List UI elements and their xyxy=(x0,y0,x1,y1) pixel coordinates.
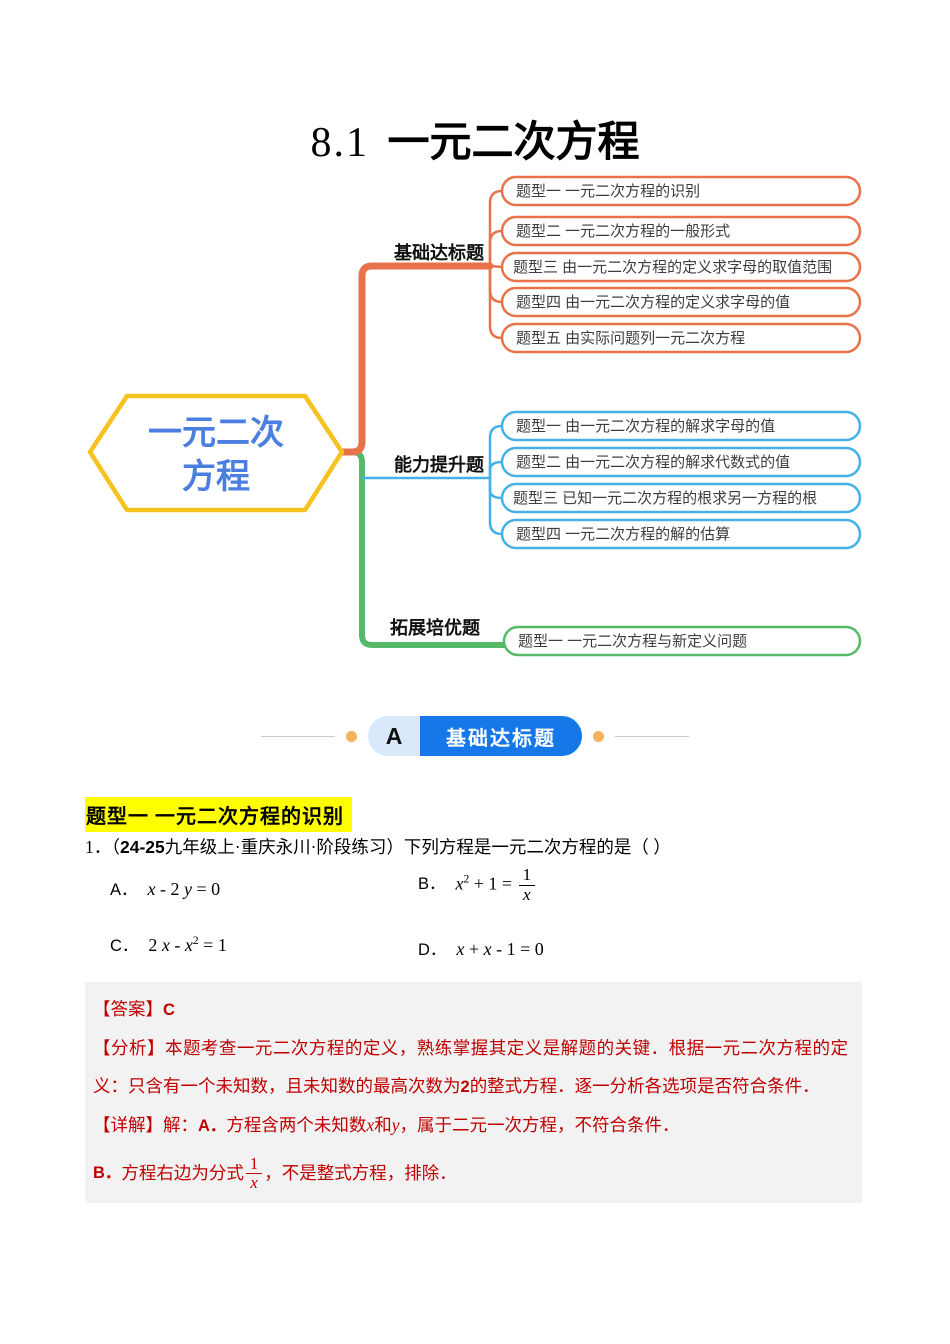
svg-text:题型二 一元二次方程的一般形式: 题型二 一元二次方程的一般形式 xyxy=(516,223,730,240)
answer-line: 【答案】C xyxy=(93,999,175,1019)
option-c: C．2 x - x2 = 1 xyxy=(110,935,227,955)
question-stem: 1．（24-25九年级上·重庆永川·阶段练习）下列方程是一元二次方程的是（ ） xyxy=(85,837,671,857)
divider-line-right xyxy=(615,735,689,737)
svg-text:方程: 方程 xyxy=(182,458,250,496)
page-title: 8.1 一元二次方程 xyxy=(0,108,950,169)
svg-text:一元二次: 一元二次 xyxy=(148,414,284,452)
question-grade: 24-25 xyxy=(120,837,165,857)
mindmap-topic-extend-1: 题型一 一元二次方程与新定义问题 xyxy=(502,625,862,657)
section-label: 基础达标题 xyxy=(420,716,582,756)
svg-text:题型四 由一元二次方程的定义求字母的值: 题型四 由一元二次方程的定义求字母的值 xyxy=(516,294,790,311)
topic-heading: 题型一 一元二次方程的识别 xyxy=(85,797,352,832)
mindmap-topic-ability-1: 题型一 由一元二次方程的解求字母的值 xyxy=(500,410,862,442)
svg-text:题型四 一元二次方程的解的估算: 题型四 一元二次方程的解的估算 xyxy=(516,525,730,543)
basic-connectors xyxy=(488,189,503,340)
svg-text:题型一 一元二次方程的识别: 题型一 一元二次方程的识别 xyxy=(516,183,700,200)
mindmap-topic-basic-3: 题型三 由一元二次方程的定义求字母的取值范围 xyxy=(500,251,862,283)
option-d: D．x + x - 1 = 0 xyxy=(418,939,544,959)
branch-label-basic: 基础达标题 xyxy=(393,242,485,263)
ability-connectors xyxy=(488,424,503,536)
svg-text:题型一 一元二次方程与新定义问题: 题型一 一元二次方程与新定义问题 xyxy=(518,633,747,650)
section-letter: A xyxy=(368,716,420,756)
section-badge-row: A 基础达标题 xyxy=(0,714,950,758)
branch-line-extend xyxy=(337,449,507,648)
answer-block: 【答案】C 【分析】本题考查一元二次方程的定义，熟练掌握其定义是解题的关键．根据… xyxy=(85,982,862,1203)
title-number: 8.1 xyxy=(310,120,369,166)
svg-text:题型一 由一元二次方程的解求字母的值: 题型一 由一元二次方程的解求字母的值 xyxy=(516,418,775,435)
mindmap-topic-basic-4: 题型四 由一元二次方程的定义求字母的值 xyxy=(500,286,862,318)
mindmap-topic-basic-2: 题型二 一元二次方程的一般形式 xyxy=(500,215,862,247)
mindmap-topic-basic-1: 题型一 一元二次方程的识别 xyxy=(500,175,862,207)
section-badge: A 基础达标题 xyxy=(368,716,582,756)
divider-line-left xyxy=(261,735,335,737)
dot-icon-right xyxy=(593,730,604,742)
mindmap-root-node: 一元二次 方程 xyxy=(87,393,345,513)
dot-icon-left xyxy=(346,730,357,742)
answer-value: C xyxy=(163,1001,175,1019)
svg-text:题型三 已知一元二次方程的根求另一方程的根: 题型三 已知一元二次方程的根求另一方程的根 xyxy=(513,490,817,507)
detail-line-a: 【详解】解：A．方程含两个未知数x和y，属于二元一次方程，不符合条件． xyxy=(93,1115,680,1135)
question-number: 1． xyxy=(85,837,112,857)
branch-label-extend: 拓展培优题 xyxy=(390,617,481,638)
question-source: 九年级上·重庆永川·阶段练习） xyxy=(164,837,404,857)
option-a: A．x - 2 y = 0 xyxy=(110,879,221,899)
svg-text:题型五 由实际问题列一元二次方程: 题型五 由实际问题列一元二次方程 xyxy=(516,330,745,347)
question-text: 下列方程是一元二次方程的是（ ） xyxy=(403,837,671,857)
mindmap-diagram: 题型一 一元二次方程的识别 题型二 一元二次方程的一般形式 题型三 由一元二次方… xyxy=(87,175,862,657)
title-text: 一元二次方程 xyxy=(387,118,640,165)
svg-text:题型三 由一元二次方程的定义求字母的取值范围: 题型三 由一元二次方程的定义求字母的取值范围 xyxy=(513,259,832,276)
branch-line-basic xyxy=(336,262,494,456)
mindmap-topic-ability-2: 题型二 由一元二次方程的解求代数式的值 xyxy=(500,446,862,478)
svg-text:题型二 由一元二次方程的解求代数式的值: 题型二 由一元二次方程的解求代数式的值 xyxy=(516,454,790,471)
mindmap-topic-basic-5: 题型五 由实际问题列一元二次方程 xyxy=(500,322,862,354)
analysis-line: 【分析】本题考查一元二次方程的定义，熟练掌握其定义是解题的关键．根据一元二次方程… xyxy=(93,1038,848,1096)
branch-label-ability: 能力提升题 xyxy=(394,454,485,475)
mindmap-topic-ability-3: 题型三 已知一元二次方程的根求另一方程的根 xyxy=(500,482,862,514)
mindmap-topic-ability-4: 题型四 一元二次方程的解的估算 xyxy=(500,518,862,550)
